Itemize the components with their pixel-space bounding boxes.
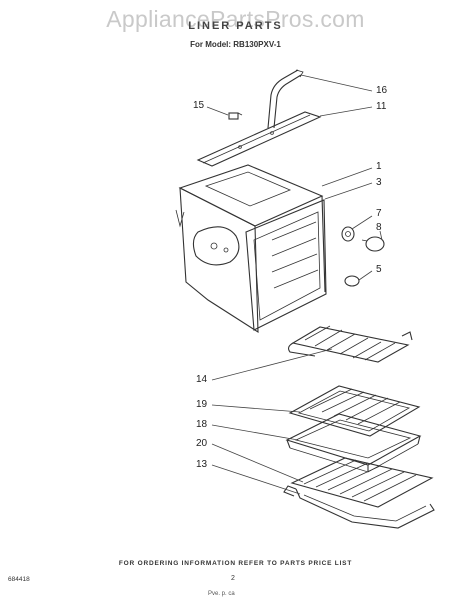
part-5-plug <box>344 275 360 287</box>
leader-lines <box>206 74 383 495</box>
callout-14: 14 <box>196 374 208 385</box>
callout-18: 18 <box>196 419 208 430</box>
part-20-oven-rack <box>290 457 434 508</box>
model-label: For Model: RB130PXV-1 <box>190 40 281 49</box>
ordering-note: FOR ORDERING INFORMATION REFER TO PARTS … <box>118 560 353 567</box>
callout-5: 5 <box>376 264 382 275</box>
part-7-lamp-socket <box>341 226 355 242</box>
page-number: 2 <box>231 575 235 582</box>
bottom-text: Pve. p. ca <box>208 591 235 597</box>
callout-19: 19 <box>196 399 208 410</box>
callout-15: 15 <box>193 100 205 111</box>
callout-20: 20 <box>196 438 208 449</box>
callout-7: 7 <box>376 208 382 219</box>
part-19-broiler-grid <box>288 385 421 437</box>
callout-16: 16 <box>376 85 388 96</box>
callout-3: 3 <box>376 177 382 188</box>
part-11-brace-bar <box>196 111 322 167</box>
document-code: 684418 <box>8 576 30 583</box>
diagram-title: LINER PARTS <box>188 20 283 32</box>
callout-13: 13 <box>196 459 208 470</box>
part-16-element-rod <box>267 69 304 129</box>
oven-liner-box <box>175 164 327 334</box>
part-8-lamp-bulb <box>361 236 385 252</box>
part-14-broil-element <box>288 325 413 363</box>
part-18-broiler-pan <box>285 413 422 473</box>
part-15-clip <box>228 112 243 120</box>
callout-8: 8 <box>376 222 382 233</box>
watermark-text: AppliancePartsPros.com <box>106 6 365 32</box>
callout-11: 11 <box>376 101 387 112</box>
callout-1: 1 <box>376 161 382 172</box>
part-13-bake-element <box>283 485 435 529</box>
